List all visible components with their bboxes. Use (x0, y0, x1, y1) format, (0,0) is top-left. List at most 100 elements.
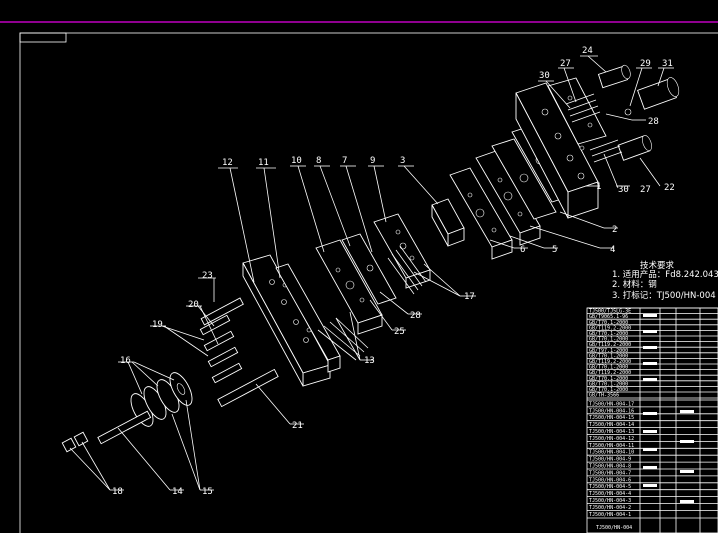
part-cylinder-22 (617, 135, 652, 161)
part-pin-21 (217, 368, 279, 408)
balloon: 30 (539, 71, 550, 81)
balloon: 4 (610, 245, 615, 255)
balloon: 6 (520, 245, 525, 255)
balloon: 3 (400, 156, 405, 166)
balloon: 12 (222, 158, 233, 168)
bom-code-top: GB/T70.1-2000 (589, 331, 628, 337)
leader-lines (69, 55, 674, 491)
bom-code-bottom: TJ500/HN-004-5 (589, 484, 631, 490)
bom-code-top: GB/T9065.1-96 (589, 314, 628, 320)
bom-code-top: GB/T70.1-2000 (589, 376, 628, 382)
bom-code-bottom: TJ500/HN-004-16 (589, 408, 634, 414)
note-line-2: 2. 材料：钢 (612, 279, 657, 290)
bom-code-top: GB/T70.1-2000 (589, 365, 628, 371)
technical-notes: 技术要求 1. 适用产品：Fd8.242.043( 2. 材料：钢 3. 打标记… (612, 260, 718, 301)
balloon: 17 (464, 292, 475, 302)
corner-tab (19, 32, 67, 43)
part-pin-23 (200, 297, 244, 326)
note-line-1: 1. 适用产品：Fd8.242.043( (612, 269, 718, 280)
balloon: 23 (202, 271, 213, 281)
bom-code-top: GB/T70.1-2000 (589, 381, 628, 387)
bom-code-bottom: TJ500/HN-004-2 (589, 505, 631, 511)
bom-filled-cells (643, 314, 694, 503)
balloon: 1 (596, 182, 601, 192)
bom-code-top: GB/T119.2-2000 (589, 370, 631, 376)
balloon: 30 (618, 185, 629, 195)
balloon-labels: 12 11 10 8 7 9 3 24 27 30 29 31 28 1 30 … (112, 46, 675, 497)
balloon: 15 (202, 487, 213, 497)
part-nuts-18 (61, 431, 89, 453)
bom-code-bottom: TJ500/HN-004-7 (589, 470, 631, 476)
part-plate-5 (475, 150, 541, 246)
balloon: 31 (662, 59, 673, 69)
note-line-3: 3. 打标记：TJ500/HN-004 (612, 290, 716, 301)
bom-code-bottom: TJ500/HN-004-1 (589, 512, 631, 518)
balloon: 24 (582, 46, 593, 56)
balloon: 9 (370, 156, 375, 166)
drawing-border (19, 32, 718, 533)
bom-code-bottom: TJ500/HN-004-6 (589, 477, 631, 483)
bom-code-top: GB/T70.1-2000 (589, 337, 628, 343)
bom-code-top: GB/T70.1-2000 (589, 353, 628, 359)
balloon: 13 (364, 356, 375, 366)
bom-code-bottom: TJ500/HN-004-14 (589, 422, 634, 428)
bom-code-bottom: TJ500/HN-004-13 (589, 429, 634, 435)
part-plate-4 (491, 138, 557, 220)
bom-code-top: GB/T70.1-2000 (589, 387, 628, 393)
balloon: 25 (394, 327, 405, 337)
bom-code-bottom: TJ500/HN-004-10 (589, 450, 634, 456)
part-block-right (547, 77, 607, 145)
part-pins-20 (199, 314, 243, 384)
part-plate-6 (449, 167, 513, 260)
bom-code-top: GB/T119.2-2000 (589, 325, 631, 331)
part-shaft-14 (97, 410, 152, 445)
bom-code-bottom: TJ500/HN-004-3 (589, 498, 631, 504)
notes-heading: 技术要求 (640, 260, 675, 271)
bom-top-codes: TJ500/TJ5LG-3EGB/T9065.1-96GB/T70.1-2000… (589, 309, 631, 399)
bom-footer: TJ500/HN-004 (596, 525, 632, 531)
balloon: 16 (120, 356, 131, 366)
balloon: 5 (552, 245, 557, 255)
bom-code-bottom: TJ500/HN-004-11 (589, 443, 634, 449)
bom-code-bottom: TJ500/HN-004-4 (589, 491, 631, 497)
balloon: 14 (172, 487, 183, 497)
part-pins (565, 93, 632, 163)
part-block-12 (242, 254, 331, 387)
balloon: 11 (258, 158, 269, 168)
part-block-3 (431, 198, 465, 247)
balloon: 8 (316, 156, 321, 166)
bom-code-top: GB/T119.2-2000 (589, 342, 631, 348)
bom-code-bottom: TJ500/HN-004-8 (589, 464, 631, 470)
bom-code-top: TJ500/TJ5LG-3E (589, 309, 631, 315)
bom-code-bottom: TJ500/HN-004-9 (589, 457, 631, 463)
bom-code-top: GB/T119.2-2000 (589, 359, 631, 365)
bom-table: TJ500/TJ5LG-3EGB/T9065.1-96GB/T70.1-2000… (586, 307, 718, 533)
balloon: 27 (560, 59, 571, 69)
bom-code-top: GB/TH-3566 (589, 393, 619, 399)
balloon: 20 (188, 300, 199, 310)
bom-code-bottom: TJ500/HN-004-12 (589, 436, 634, 442)
balloon: 28 (648, 117, 659, 127)
part-plate-8 (341, 233, 397, 305)
bom-code-top: GB/T97.1-2000 (589, 348, 628, 354)
part-cylinder-31 (637, 77, 680, 110)
balloon: 29 (640, 59, 651, 69)
part-frame-10 (315, 239, 383, 335)
balloon: 10 (291, 156, 302, 166)
balloon: 19 (152, 320, 163, 330)
part-cylinder-24 (597, 64, 631, 89)
bom-bottom-codes: TJ500/HN-004-17TJ500/HN-004-16TJ500/HN-0… (589, 401, 634, 517)
bom-code-bottom: TJ500/HN-004-15 (589, 415, 634, 421)
bom-code-bottom: TJ500/HN-004-17 (589, 401, 634, 407)
balloon: 2 (612, 225, 617, 235)
part-plate-11 (275, 263, 341, 373)
bom-code-top: GB/T70.1-2000 (589, 320, 628, 326)
balloon: 18 (112, 487, 123, 497)
balloon: 7 (342, 156, 347, 166)
balloon: 22 (664, 183, 675, 193)
balloon: 28 (410, 311, 421, 321)
fasteners-17 (387, 245, 427, 295)
balloon: 21 (292, 421, 303, 431)
balloon: 27 (640, 185, 651, 195)
